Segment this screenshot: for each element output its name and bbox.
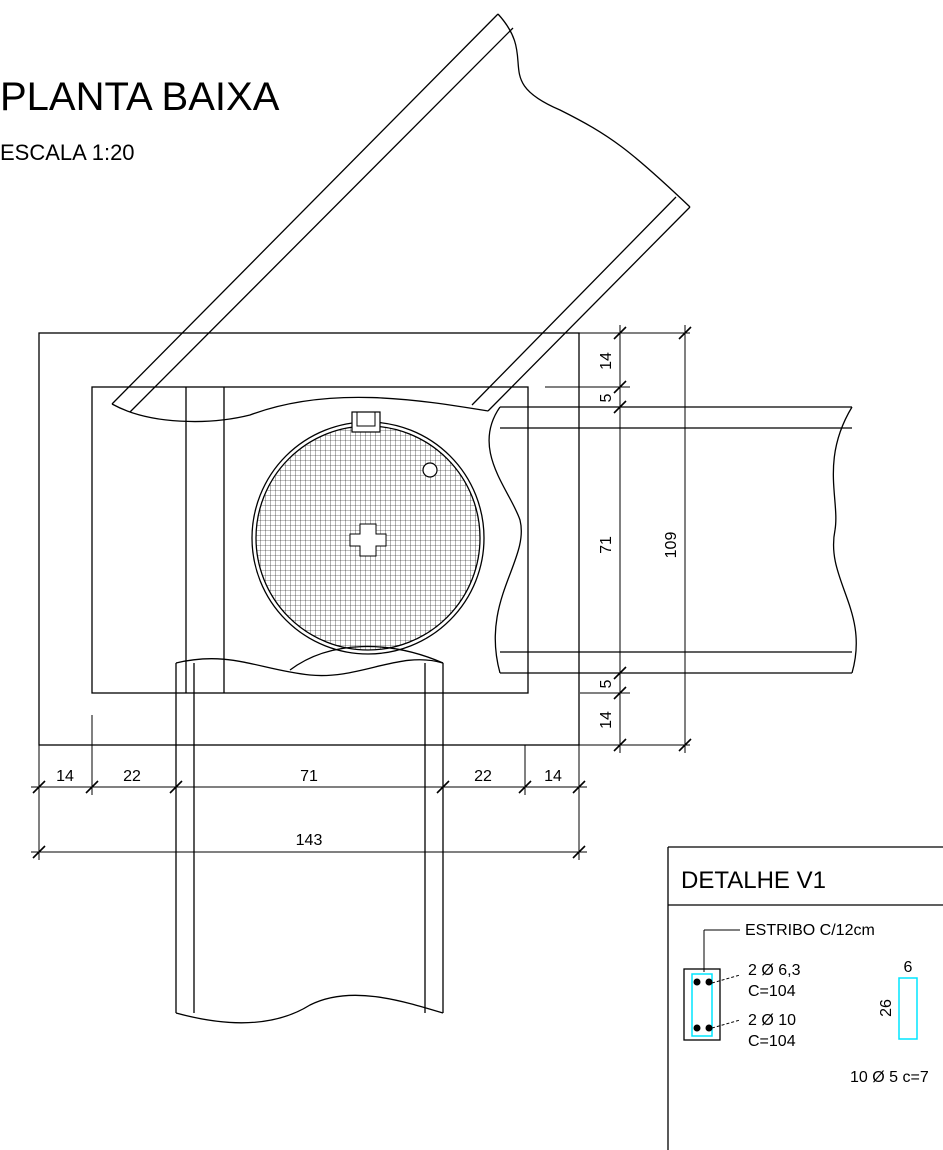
dim-right-71: 71: [598, 536, 615, 554]
section-stirrup: [691, 973, 713, 1037]
dim-bottom-14-left: 14: [56, 768, 74, 785]
inner-box: [91, 386, 529, 694]
detail-panel: [667, 846, 943, 1150]
dim-right-14-top: 14: [598, 352, 615, 370]
top-bars-label: 2 Ø 6,3: [748, 962, 801, 979]
stirrup-height-label: 26: [878, 999, 895, 1017]
dim-right-109: 109: [663, 532, 680, 559]
right-dimensions: [545, 325, 692, 753]
top-bar-right: [705, 978, 713, 986]
dim-right-14-bottom: 14: [598, 711, 615, 729]
dim-bottom-14-right: 14: [544, 768, 562, 785]
bottom-bar-right: [705, 1024, 713, 1032]
top-bar-left: [693, 978, 701, 986]
outer-box: [38, 332, 580, 746]
dim-bottom-143: 143: [296, 832, 323, 849]
dim-right-5-top: 5: [598, 393, 615, 402]
bottom-dimensions: [31, 715, 587, 860]
detail-title: DETALHE V1: [681, 867, 826, 894]
plan-title: PLANTA BAIXA: [0, 75, 280, 119]
stirrup-spec-label: 10 Ø 5 c=7: [850, 1069, 929, 1086]
dim-bottom-22-right: 22: [474, 768, 492, 785]
dim-bottom-71: 71: [300, 768, 318, 785]
diagonal-pipe: [111, 13, 691, 423]
top-length-label: C=104: [748, 983, 796, 1000]
bottom-bars-label: 2 Ø 10: [748, 1012, 796, 1029]
stirrup-width-label: 6: [904, 959, 913, 976]
bottom-length-label: C=104: [748, 1033, 796, 1050]
dim-right-5-bottom: 5: [598, 679, 615, 688]
dim-bottom-22-left: 22: [123, 768, 141, 785]
beam-section: [683, 929, 741, 1041]
right-pipe: [488, 406, 857, 674]
stirrup-shape: [898, 977, 918, 1040]
bottom-bar-left: [693, 1024, 701, 1032]
stirrup-label: ESTRIBO C/12cm: [745, 922, 875, 939]
manhole-cover: [251, 411, 485, 655]
plan-scale: ESCALA 1:20: [0, 140, 135, 165]
